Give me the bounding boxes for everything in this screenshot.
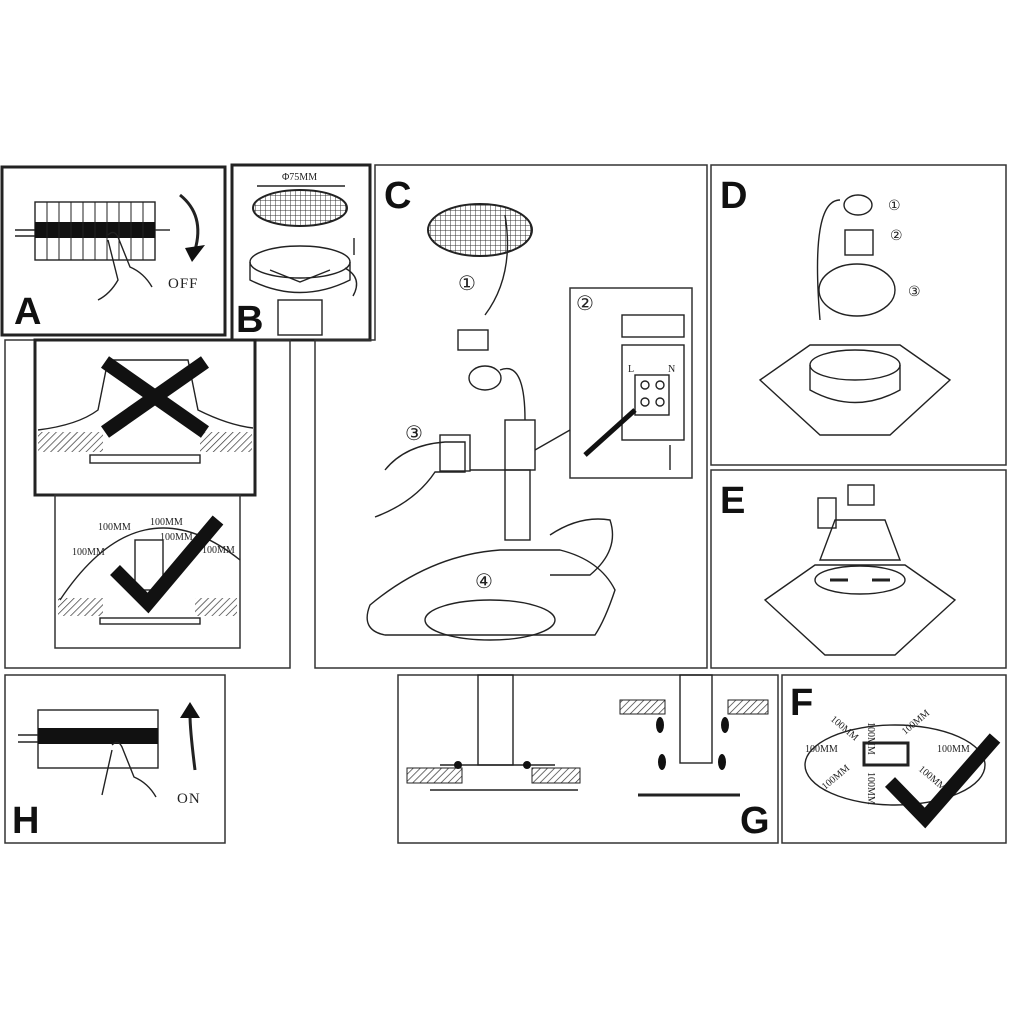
panel-a-label: A	[14, 291, 41, 333]
d-step-3-marker: ③	[908, 284, 921, 300]
panel-g-spring-clips: G	[397, 674, 779, 844]
on-label: ON	[177, 791, 201, 807]
check-mark-icon	[884, 733, 1001, 829]
panel-f-clearance-top: F 100MM 100MM 100MM 100MM 100MM 100MM 10…	[781, 674, 1007, 844]
hand-icon	[549, 518, 614, 576]
rotate-down-arrow-icon	[179, 193, 200, 251]
d-step-1-marker: ①	[888, 198, 901, 214]
diameter-label: Φ75MM	[282, 172, 317, 183]
panel-c-wiring: C ① ③ ② L N ④	[314, 164, 708, 669]
panel-c-label: C	[384, 175, 411, 217]
f-dim: 100MM	[820, 763, 852, 793]
panel-b-remove-lamp: Φ75MM B	[230, 163, 372, 342]
step-2-marker: ②	[576, 291, 594, 315]
hand-icon	[101, 741, 157, 798]
clearance-dim: 100MM	[150, 517, 183, 528]
check-mark-icon	[110, 515, 224, 614]
d-step-2-marker: ②	[890, 228, 903, 244]
f-dim: 100MM	[865, 772, 876, 805]
panel-h-label: H	[12, 800, 39, 842]
panel-f-label: F	[790, 682, 813, 724]
clearance-dim: 100MM	[202, 545, 235, 556]
panel-e-fix-lamp: E	[710, 469, 1007, 669]
f-dim: 100MM	[805, 744, 838, 755]
clearance-dim: 100MM	[98, 522, 131, 533]
panel-d-label: D	[720, 175, 747, 217]
f-dim: 100MM	[900, 708, 932, 738]
panel-a-switch-off: OFF A	[0, 165, 227, 337]
hand-icon	[97, 231, 153, 301]
panel-g-label: G	[740, 800, 770, 842]
clearance-dim: 100MM	[72, 547, 105, 558]
downlight-frame	[366, 549, 616, 636]
terminal-n-label: N	[668, 364, 675, 375]
circuit-breaker-icon	[15, 201, 170, 261]
hand-icon	[374, 441, 466, 518]
clearance-dim: 100MM	[160, 532, 193, 543]
f-dim: 100MM	[937, 744, 970, 755]
step-3-marker: ③	[405, 421, 423, 445]
off-label: OFF	[168, 276, 199, 292]
step-4-marker: ④	[475, 569, 493, 593]
panel-clearance: 100MM 100MM 100MM 100MM 100MM	[4, 338, 291, 669]
cross-mark-icon	[100, 356, 210, 438]
terminal-block-inset: ② L N	[569, 287, 693, 479]
panel-e-label: E	[720, 480, 745, 522]
step-1-marker: ①	[458, 271, 476, 295]
rotate-up-arrow-icon	[188, 714, 197, 771]
incorrect-install	[33, 338, 257, 497]
terminal-l-label: L	[628, 364, 634, 375]
panel-d-insert-lamp: D ① ② ③	[710, 164, 1007, 466]
panel-h-switch-on: ON H	[4, 674, 226, 844]
correct-install: 100MM 100MM 100MM 100MM 100MM	[54, 494, 241, 649]
panel-b-label: B	[236, 299, 263, 341]
f-dim: 100MM	[865, 722, 876, 755]
